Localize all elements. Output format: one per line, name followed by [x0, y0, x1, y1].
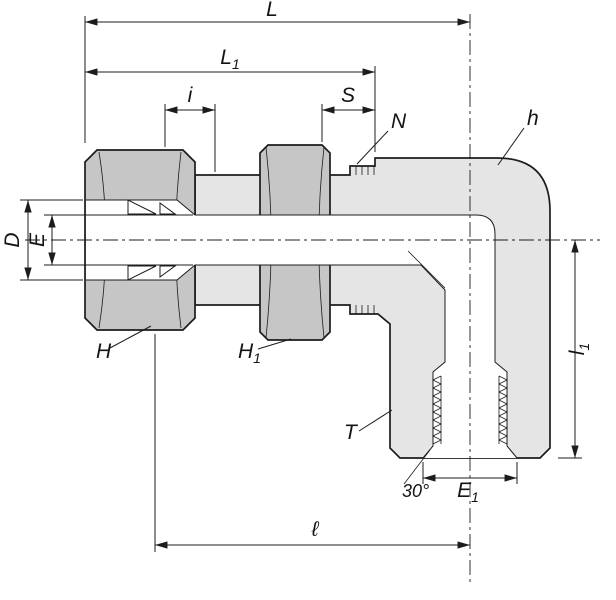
- leader-line-T: [358, 409, 393, 432]
- thread-minor-lines: [440, 376, 500, 444]
- centerlines: [25, 14, 600, 586]
- part-label-T: T: [344, 421, 359, 444]
- collar-thread-ticks: [355, 166, 375, 314]
- dimensions: L L1 i S N h D E H H1: [1, 0, 592, 552]
- leader-line-H: [109, 325, 152, 349]
- dim-label-E1: E1: [457, 479, 479, 505]
- front-ferrule-top: [127, 199, 157, 215]
- thread-zigzag-right: [498, 375, 508, 445]
- dim-label-L: L: [266, 0, 278, 21]
- dim-label-L1: L1: [220, 46, 239, 72]
- leader-line-N: [356, 130, 389, 165]
- leader-line-angle: [403, 449, 431, 485]
- leader-line-H1: [257, 338, 292, 350]
- dim-label-ell: ℓ: [311, 518, 320, 541]
- thread-zigzag-left: [432, 375, 442, 445]
- dim-label-i: i: [188, 84, 194, 107]
- dim-label-E: E: [26, 232, 49, 247]
- part-label-h: h: [527, 107, 539, 130]
- part-label-H: H: [96, 340, 112, 363]
- part-label-H1: H1: [238, 340, 261, 366]
- back-ferrule-top: [159, 202, 177, 215]
- bore-outline: [86, 199, 518, 459]
- dim-label-S: S: [341, 84, 355, 107]
- leader-line-h: [497, 127, 525, 166]
- part-label-N: N: [391, 110, 407, 133]
- angle-label-30: 30°: [402, 481, 429, 501]
- dim-label-D: D: [1, 232, 24, 247]
- front-ferrule-bottom: [127, 265, 157, 281]
- inner-corner-line: [407, 250, 446, 289]
- dim-label-l1: l1: [566, 343, 592, 355]
- back-ferrule-bottom: [159, 265, 177, 278]
